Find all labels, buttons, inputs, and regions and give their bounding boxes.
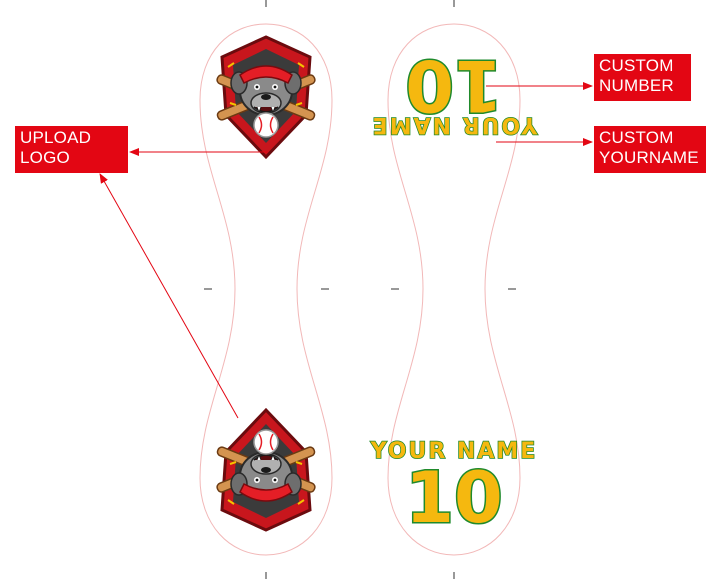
- custom-name-line2: YOURNAME: [599, 148, 699, 167]
- bottom-player-number: 10: [405, 457, 502, 539]
- top-player-number: 10: [405, 44, 502, 126]
- right-sock-cutline: [387, 23, 521, 556]
- custom-name-line1: CUSTOM: [599, 128, 674, 147]
- custom-number-line2: NUMBER: [599, 76, 674, 95]
- bulldog-baseball-mascot-icon: [214, 408, 318, 532]
- top-player-name: YOUR NAME: [371, 112, 539, 137]
- upload-logo-callout[interactable]: UPLOAD LOGO: [15, 126, 128, 173]
- bottom-player-name: YOUR NAME: [370, 439, 538, 464]
- custom-number-callout[interactable]: CUSTOM NUMBER: [594, 54, 691, 101]
- upload-logo-line1: UPLOAD: [20, 128, 92, 147]
- bulldog-baseball-mascot-icon: [214, 35, 318, 159]
- left-sock-cutline: [199, 23, 333, 556]
- registration-marks: [204, 0, 516, 579]
- upload-logo-line2: LOGO: [20, 148, 70, 167]
- custom-number-line1: CUSTOM: [599, 56, 674, 75]
- custom-name-callout[interactable]: CUSTOM YOURNAME: [594, 126, 706, 173]
- arrow-to-upload-logo-2: [99, 173, 239, 419]
